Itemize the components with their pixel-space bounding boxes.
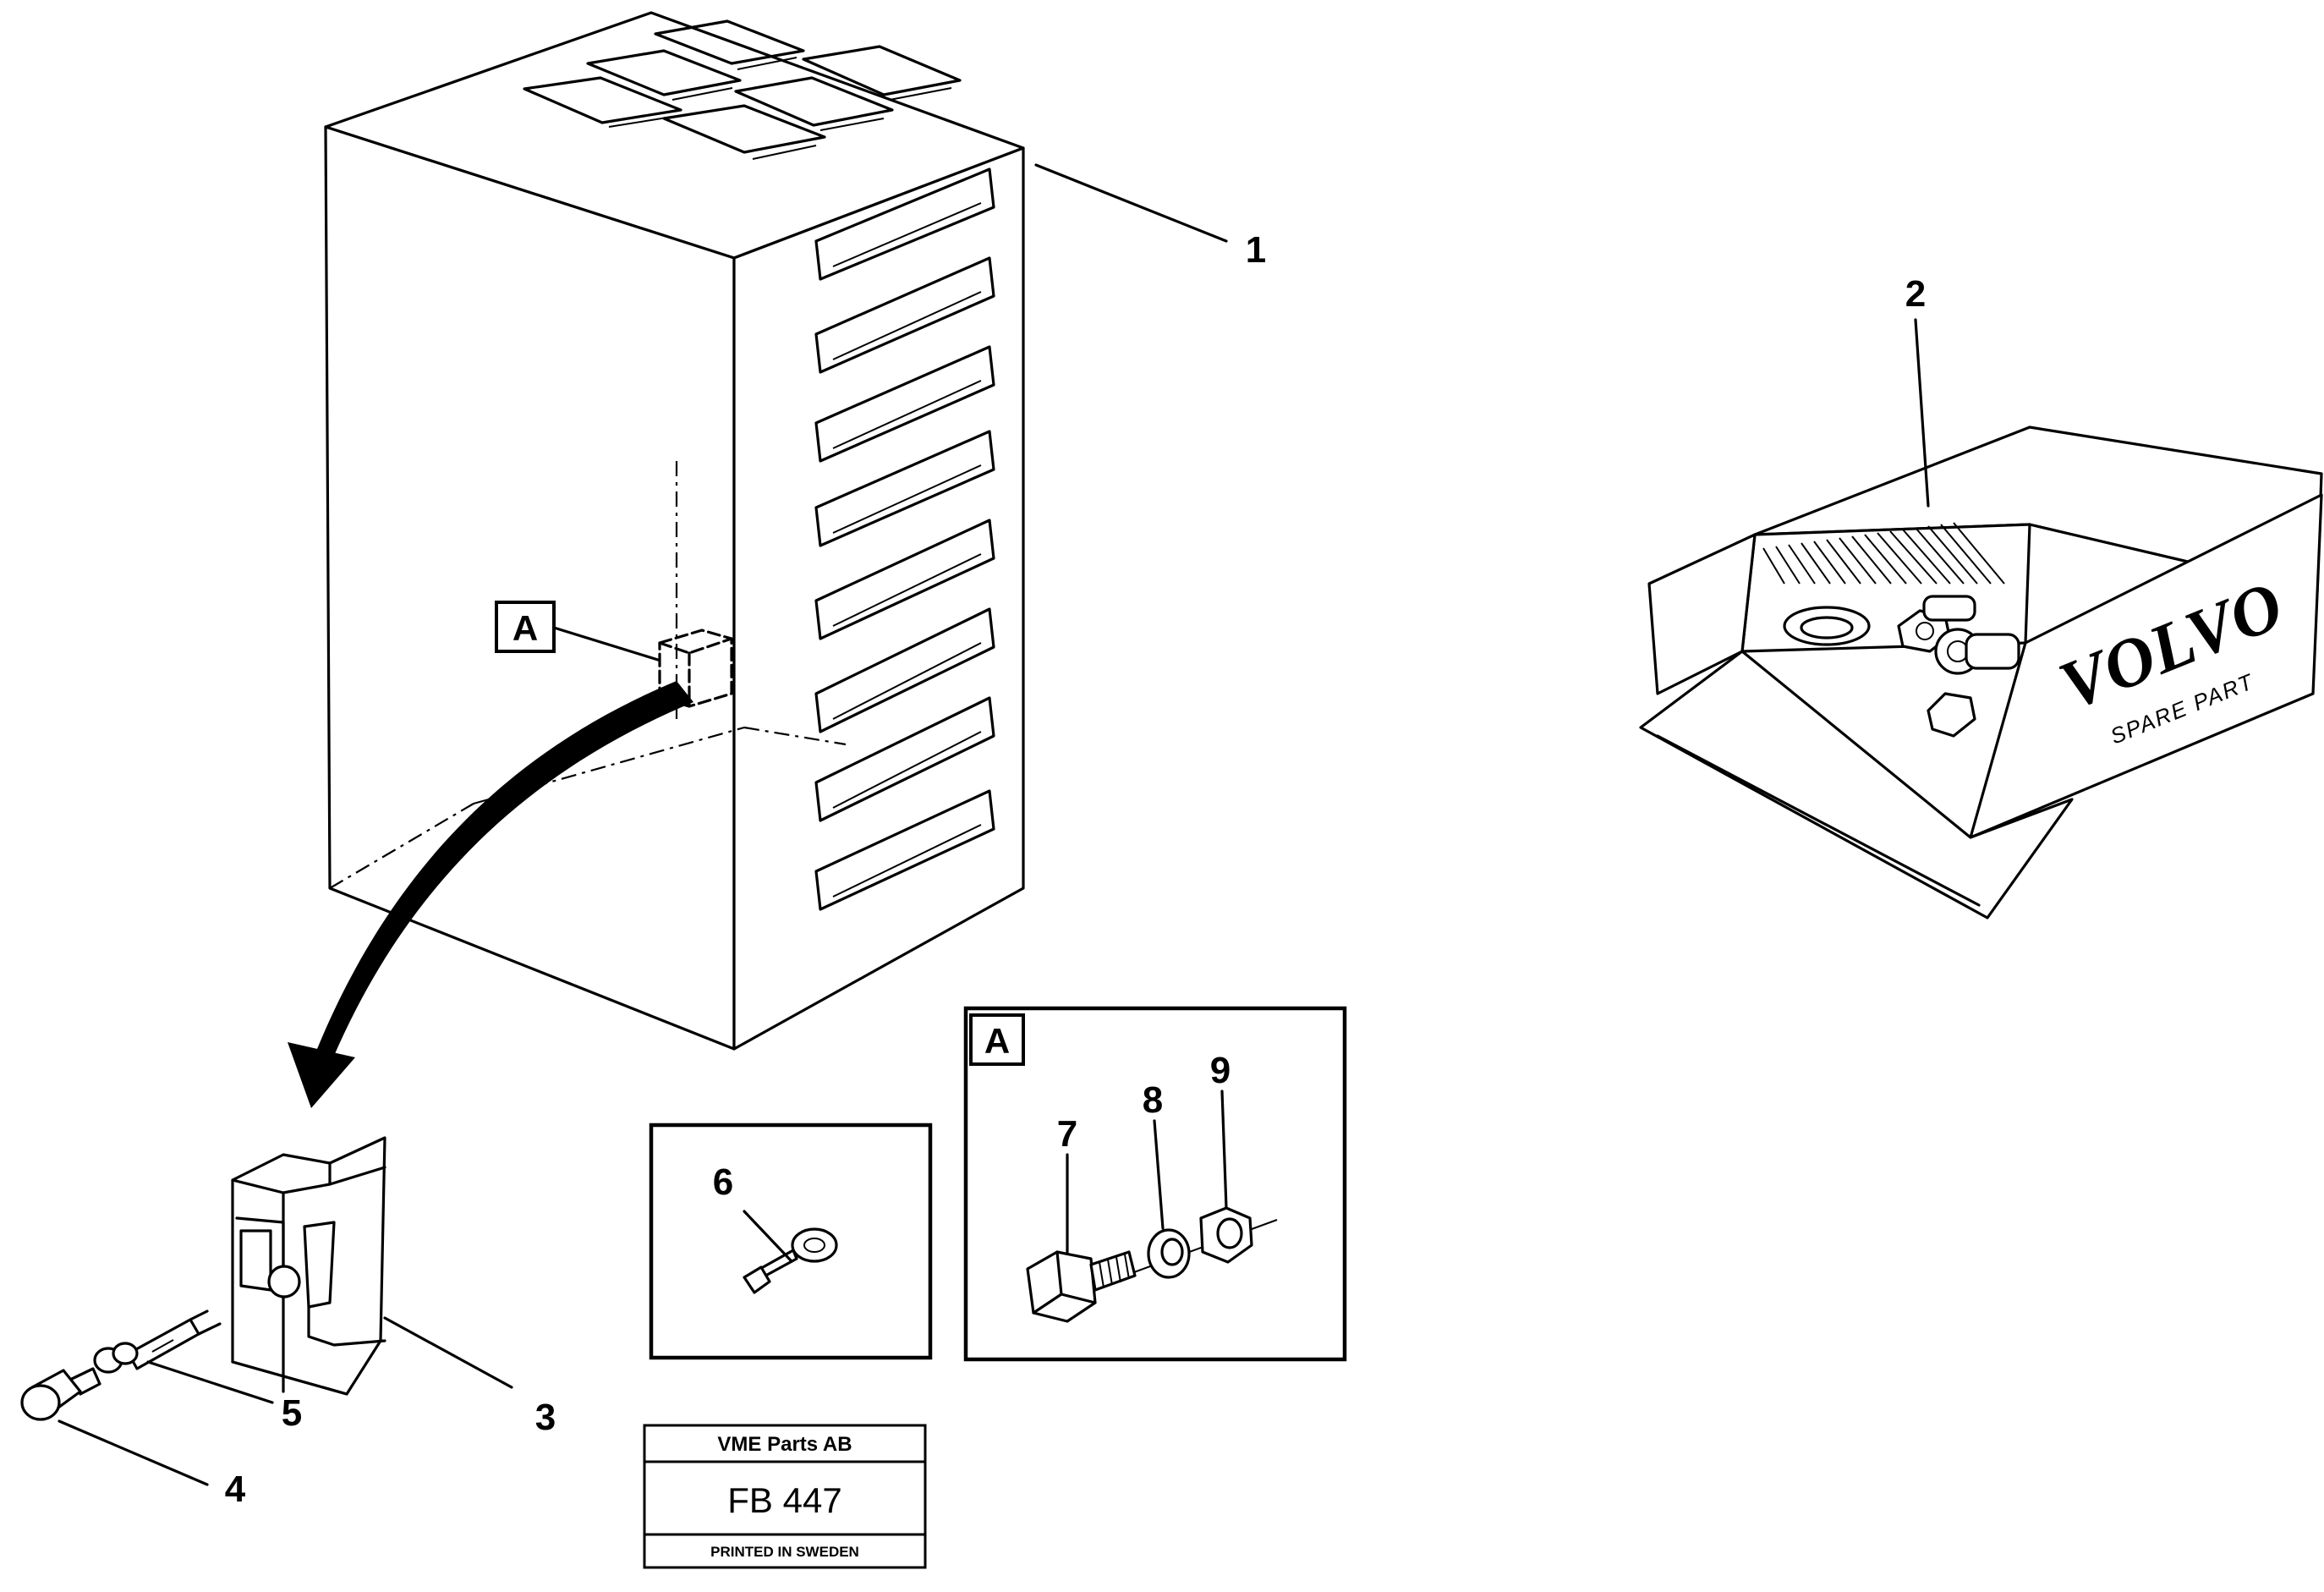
callout-9: 9: [1210, 1050, 1231, 1091]
box-interior-hatching: [1762, 522, 2005, 585]
svg-text:A: A: [512, 608, 538, 648]
fuse-holder: 3 4 5: [20, 1136, 556, 1510]
callout-4: 4: [225, 1468, 246, 1510]
box-hardware: [1783, 595, 2020, 738]
detail-arrow-head: [288, 1042, 355, 1108]
detail-marker-a-cabinet: A: [495, 601, 556, 653]
detail-arrow: [317, 681, 693, 1056]
callout-1: 1: [1246, 229, 1266, 271]
bolt-detail-panel-a: A 7 8 9: [963, 1006, 1347, 1362]
detail-marker-a-panel: A: [969, 1013, 1025, 1066]
callout-8: 8: [1143, 1079, 1163, 1121]
svg-text:A: A: [984, 1021, 1010, 1061]
spare-part-box: VOLVO SPARE PART 2: [1639, 273, 2323, 920]
title-company: VME Parts AB: [717, 1433, 852, 1456]
callout-2: 2: [1905, 273, 1926, 315]
electrical-cabinet: A 1: [288, 11, 1266, 1108]
callout-6: 6: [713, 1161, 733, 1203]
key-detail-panel: 6: [649, 1123, 933, 1360]
callout-7: 7: [1057, 1113, 1077, 1155]
side-louvres: [814, 167, 995, 911]
callout-3: 3: [535, 1397, 556, 1438]
title-drawing-code: FB 447: [727, 1480, 841, 1520]
title-printed: PRINTED IN SWEDEN: [710, 1544, 859, 1560]
title-block: VME Parts AB FB 447 PRINTED IN SWEDEN: [643, 1424, 927, 1569]
top-vents: [523, 19, 962, 160]
callout-5: 5: [282, 1392, 302, 1434]
